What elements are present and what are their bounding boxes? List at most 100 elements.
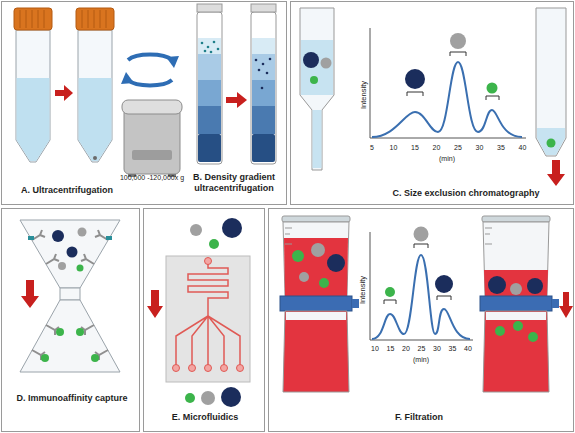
capture-chamber <box>20 220 120 288</box>
small-vesicle <box>487 83 498 94</box>
chamber-neck <box>60 288 80 300</box>
sample-liquid <box>484 270 548 296</box>
inlet <box>205 258 212 265</box>
filter-membrane <box>280 296 352 311</box>
captured-vesicle <box>41 354 49 362</box>
antibody <box>81 254 94 264</box>
flow-arrow <box>21 280 39 308</box>
flow-arrow <box>147 290 163 318</box>
column-packing <box>313 110 322 168</box>
filter-tab <box>352 299 359 308</box>
outlet <box>237 365 244 372</box>
particle <box>207 46 210 49</box>
filter-rim <box>282 216 350 222</box>
filtrate-container <box>283 311 349 392</box>
sample-liquid <box>284 238 348 296</box>
elution-curve <box>372 255 470 339</box>
outlet <box>173 365 180 372</box>
axis-tick-label: 15 <box>387 345 395 352</box>
axis-tick-label: 35 <box>449 345 457 352</box>
axis-title: Intensity <box>359 276 367 304</box>
tube-cap <box>76 8 114 30</box>
small-vesicle <box>547 139 556 148</box>
microfluidic-chip <box>166 256 250 382</box>
gradient-band <box>198 106 221 134</box>
tube-body <box>16 30 50 162</box>
serpentine-channel <box>188 262 228 316</box>
axis-tick-label: 15 <box>411 144 419 151</box>
graduation-marks <box>285 228 292 244</box>
axis-tick-label: 30 <box>476 144 484 151</box>
medium-vesicle <box>190 224 202 236</box>
collection-column <box>536 8 566 156</box>
tube-cap <box>197 4 222 12</box>
medium-vesicle <box>299 272 309 282</box>
large-vesicle <box>405 69 425 89</box>
sec-column <box>300 8 334 170</box>
container-headspace <box>486 312 546 320</box>
medium-vesicle <box>450 33 466 49</box>
filter-reservoir <box>283 222 349 296</box>
gradient-band <box>252 54 275 80</box>
panel-caption: A. Ultracentrifugation <box>4 185 130 196</box>
method-panel: D. Immunoaffinity capture <box>1 208 140 432</box>
medium-vesicle <box>311 243 325 257</box>
particle <box>210 51 213 54</box>
y-axis <box>370 28 371 138</box>
particle <box>269 58 272 61</box>
column-liquid <box>537 128 565 155</box>
antibody <box>46 254 59 264</box>
flow-arrow <box>547 160 565 186</box>
small-vesicle <box>319 278 329 288</box>
small-vesicle <box>185 393 195 403</box>
axis-tick-label: 40 <box>464 345 472 352</box>
gradient-tube <box>251 12 276 164</box>
small-vesicle <box>528 332 538 342</box>
capture-chamber <box>20 300 120 372</box>
axis-tick-label: 10 <box>371 345 379 352</box>
container-headspace <box>286 312 346 320</box>
pellet <box>93 156 97 160</box>
centrifuge-body <box>124 108 180 174</box>
tube-cap <box>251 4 276 12</box>
arrow-head <box>121 72 134 84</box>
outlet <box>189 365 196 372</box>
outlet <box>205 365 212 372</box>
tube-liquid <box>17 78 50 161</box>
small-vesicle <box>77 265 84 272</box>
large-vesicle <box>527 278 543 294</box>
medium-vesicle <box>201 391 215 405</box>
large-vesicle <box>435 275 453 293</box>
particle <box>261 87 264 90</box>
graduation-marks <box>485 228 492 244</box>
arrow-head <box>166 56 179 68</box>
gradient-band <box>198 54 221 80</box>
filter-reservoir <box>483 222 549 296</box>
process-arrow <box>55 85 73 101</box>
axis-tick-label: 20 <box>433 144 441 151</box>
rotation-arrow <box>128 55 172 60</box>
medium-vesicle <box>510 283 522 295</box>
large-vesicle <box>221 387 241 407</box>
y-axis <box>370 232 371 340</box>
peak-bracket <box>437 296 451 300</box>
gradient-band <box>252 80 275 106</box>
large-vesicle <box>67 247 78 258</box>
peak-bracket <box>450 52 466 56</box>
panel-caption: B. Density gradient ultracentrifugation <box>180 172 288 194</box>
particle <box>266 72 269 75</box>
tube-liquid <box>79 78 112 161</box>
filter-rim <box>482 216 550 222</box>
small-vesicle <box>292 250 304 262</box>
axis-tick-label: 35 <box>497 144 505 151</box>
control-panel <box>132 150 172 160</box>
column-liquid <box>301 40 333 95</box>
surface-marker <box>106 236 112 240</box>
centrifuge-lid <box>122 100 182 114</box>
peak-bracket <box>407 92 423 96</box>
axis-tick-label: 5 <box>370 144 374 151</box>
captured-vesicle <box>76 328 84 336</box>
large-vesicle <box>488 276 506 294</box>
captured-vesicle <box>56 328 64 336</box>
particle <box>262 63 265 66</box>
